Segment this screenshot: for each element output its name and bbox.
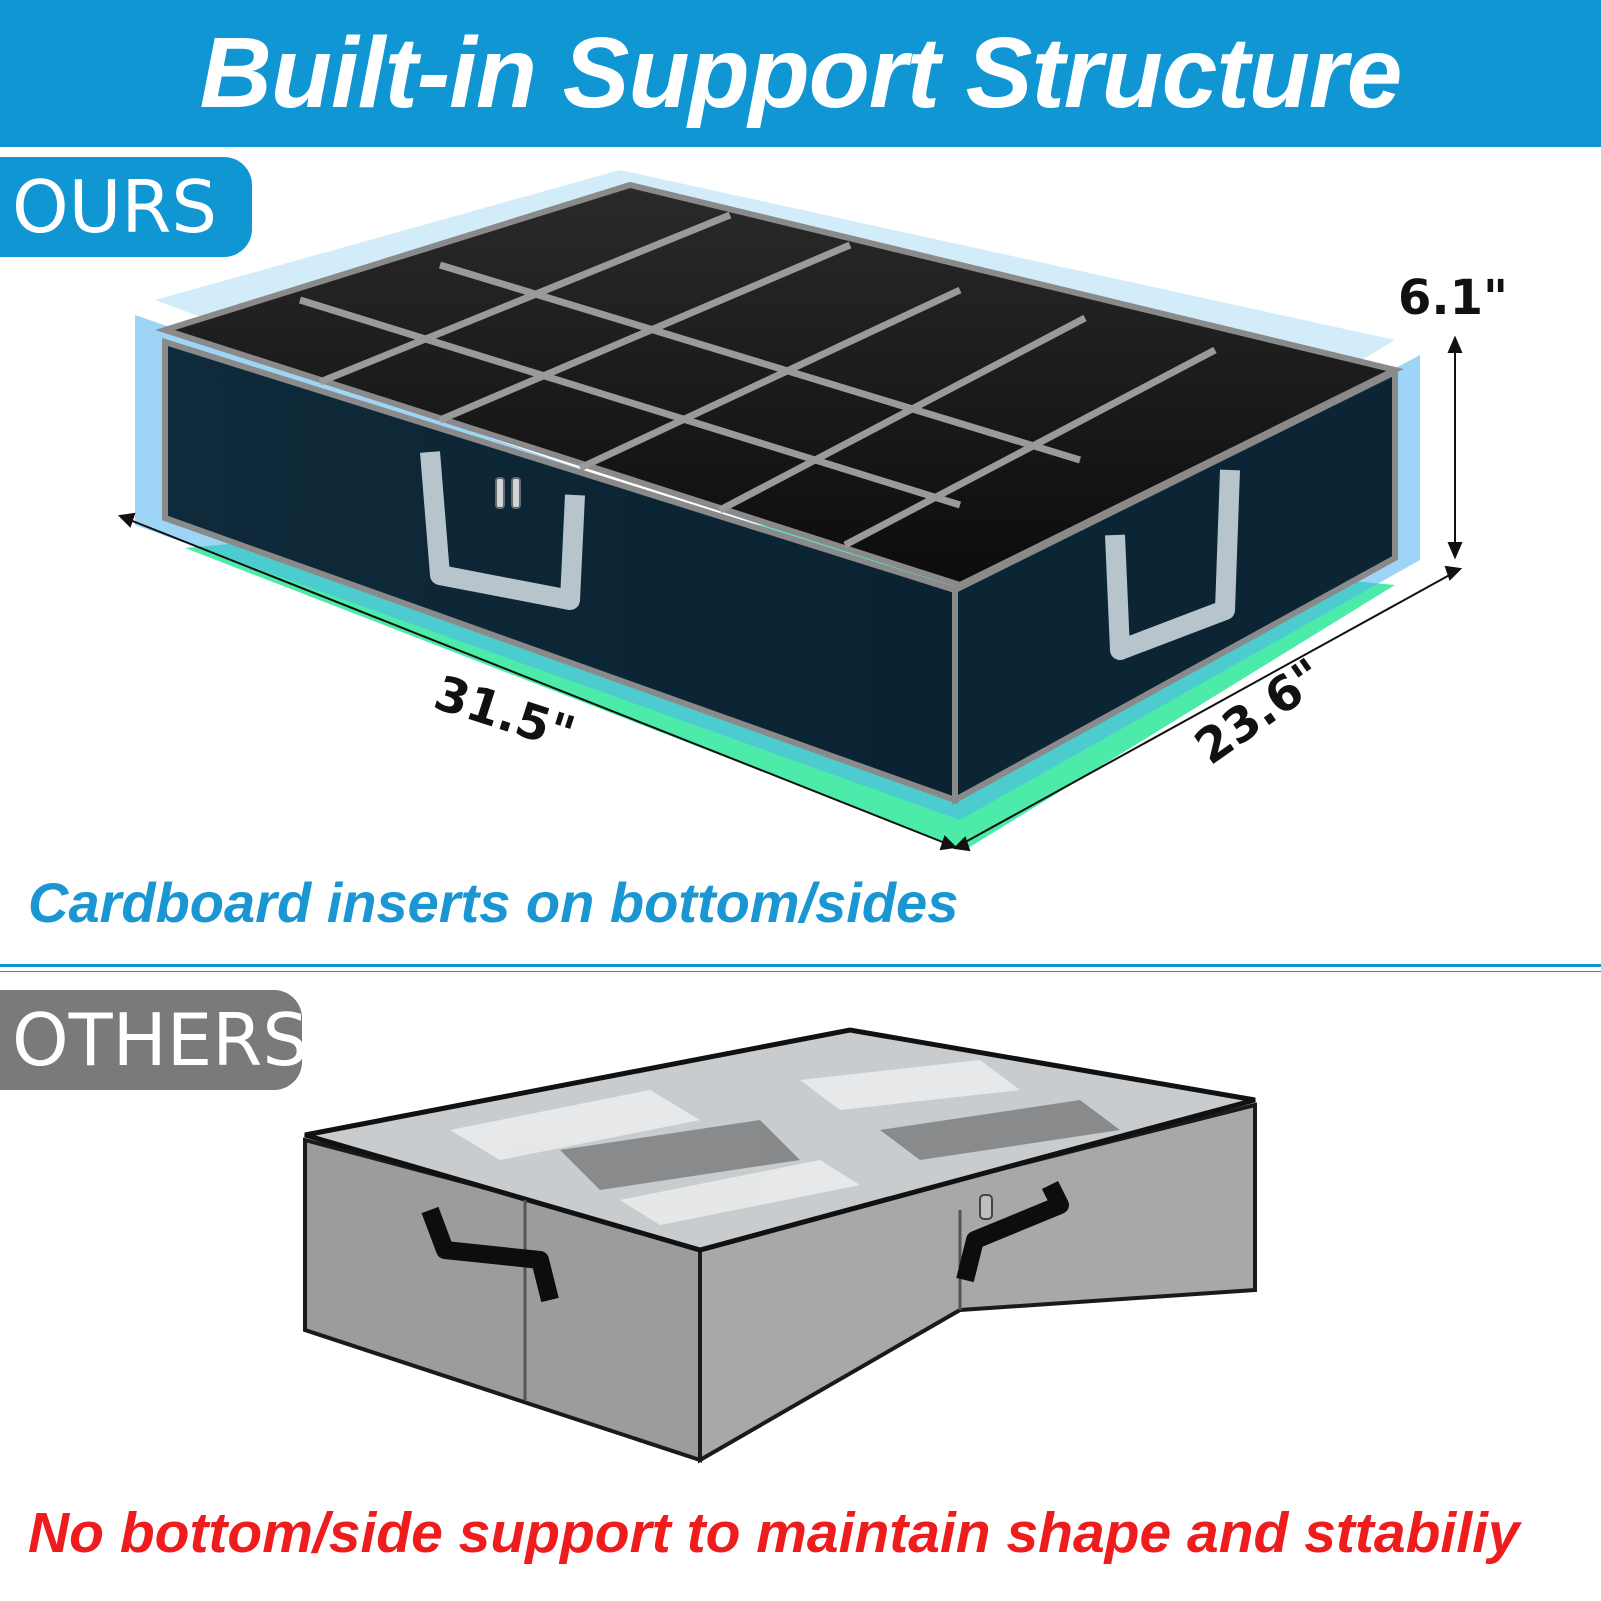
- divider-grid: [298, 211, 1217, 549]
- others-label: OTHERS: [12, 998, 309, 1082]
- page-title: Built-in Support Structure: [199, 17, 1403, 129]
- others-right-face: [698, 1102, 1257, 1464]
- zipper-pull-icon: [979, 1194, 993, 1220]
- handle-strap-icon: [1105, 469, 1240, 660]
- header-banner: Built-in Support Structure: [0, 0, 1601, 147]
- others-clear-lid: [304, 1027, 1256, 1253]
- box-side-face: [952, 367, 1398, 806]
- handle-strap-icon: [421, 1206, 559, 1303]
- lid-shadows: [560, 1100, 1120, 1190]
- section-divider: [0, 964, 1601, 967]
- handle-strap-icon: [956, 1180, 1069, 1283]
- others-badge: OTHERS: [0, 990, 308, 1090]
- height-dimension-label: 6.1": [1398, 270, 1509, 326]
- ours-label: OURS: [12, 165, 218, 249]
- section-divider-thin: [0, 971, 1601, 972]
- ours-badge: OURS: [0, 157, 252, 257]
- handle-strap-icon: [420, 451, 585, 610]
- dimension-lines: [117, 335, 1463, 852]
- lid-reflections: [450, 1060, 1020, 1225]
- ours-caption: Cardboard inserts on bottom/sides: [28, 871, 959, 934]
- zipper-pull-icon: [495, 477, 521, 509]
- others-caption: No bottom/side support to maintain shape…: [28, 1501, 1520, 1565]
